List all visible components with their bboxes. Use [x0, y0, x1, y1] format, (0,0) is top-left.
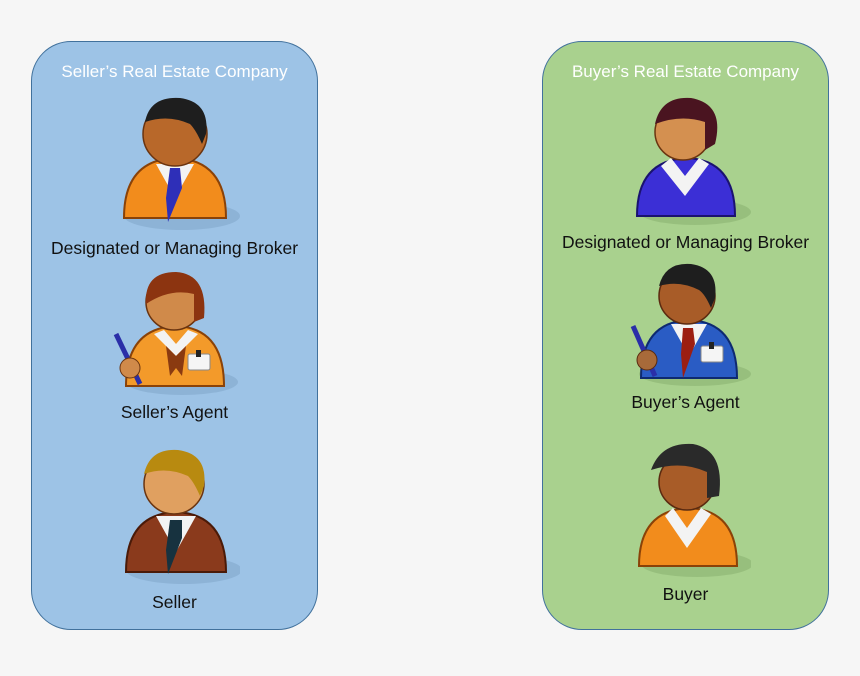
person-label: Seller — [152, 592, 197, 612]
seller: Seller — [32, 442, 317, 613]
person-label: Buyer’s Agent — [631, 392, 740, 412]
buyer: Buyer — [543, 440, 828, 605]
person-label: Designated or Managing Broker — [50, 238, 299, 258]
buyer-company-title: Buyer’s Real Estate Company — [571, 62, 800, 81]
female-broker-icon — [635, 97, 751, 225]
seller-company-title: Seller’s Real Estate Company — [61, 62, 288, 81]
buyer-broker: Designated or Managing Broker — [543, 92, 828, 253]
person-label: Designated or Managing Broker — [561, 232, 810, 252]
female-agent-icon — [113, 272, 238, 395]
person-label: Buyer — [662, 584, 709, 604]
seller-broker: Designated or Managing Broker — [32, 88, 317, 259]
buyer-company-panel: Buyer’s Real Estate Company Designated o… — [542, 41, 829, 630]
male-seller-icon — [124, 449, 240, 584]
male-agent-icon — [630, 263, 751, 386]
male-broker-icon — [122, 97, 240, 230]
person-label: Seller’s Agent — [120, 402, 229, 422]
female-buyer-icon — [637, 443, 751, 577]
seller-company-panel: Seller’s Real Estate Company Designated … — [31, 41, 318, 630]
seller-agent: Seller’s Agent — [32, 264, 317, 423]
buyer-agent: Buyer’s Agent — [543, 260, 828, 413]
